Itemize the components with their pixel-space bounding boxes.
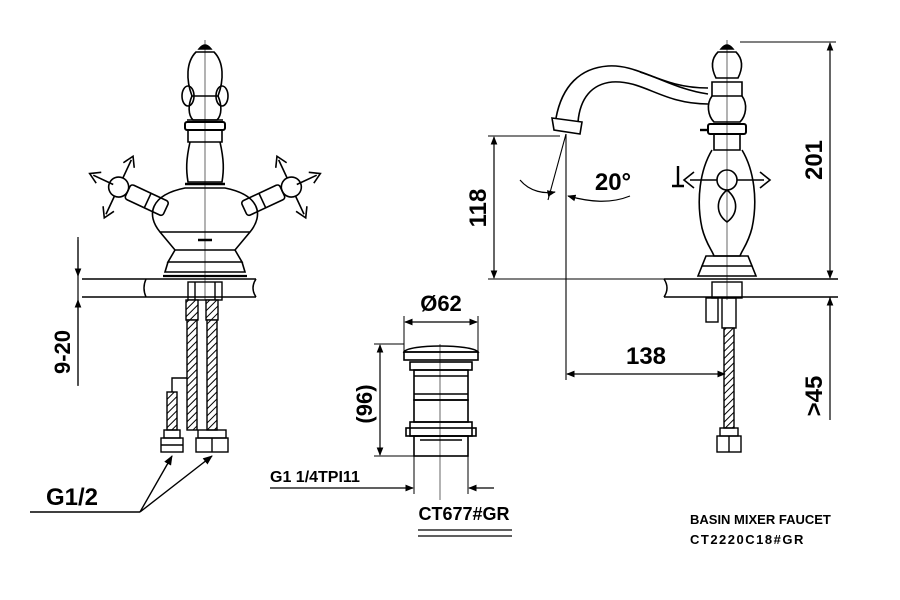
drain-height-dim: (96) xyxy=(352,343,414,457)
side-reach-dim: 138 xyxy=(566,343,726,378)
reach-label: 138 xyxy=(626,343,666,370)
side-top-knob xyxy=(700,44,747,135)
thickness-label: 9-20 xyxy=(50,330,75,374)
drain-height-label: (96) xyxy=(352,384,377,423)
side-angle-dim: 20° xyxy=(519,133,631,380)
product-name: BASIN MIXER FAUCET xyxy=(690,512,831,527)
drain-model: CT677#GR xyxy=(418,504,512,537)
front-thickness-dim: 9-20 xyxy=(50,237,82,386)
side-hose xyxy=(705,281,743,453)
front-thread-callout: G1/2 xyxy=(30,455,213,513)
side-spout xyxy=(551,65,709,135)
drain-diameter-label: Ø62 xyxy=(420,291,462,316)
thread-label: G1/2 xyxy=(46,484,98,511)
front-view: 9-20 G1/2 xyxy=(30,40,322,513)
drain-body xyxy=(402,344,480,500)
front-right-handle xyxy=(241,154,322,220)
drain-thread-dim: G1 1/4TPI11 xyxy=(270,456,494,494)
front-hoses xyxy=(160,281,229,453)
drain-model-label: CT677#GR xyxy=(418,504,509,524)
front-counter xyxy=(82,278,257,298)
drain-diameter-dim: Ø62 xyxy=(403,291,479,352)
side-view: 20° 118 201 >45 138 xyxy=(465,40,838,453)
side-total-height-dim: 201 xyxy=(740,41,836,279)
drain-view: Ø62 (96) G1 1/4TPI11 CT677#GR xyxy=(270,291,512,537)
total-height-label: 201 xyxy=(801,140,828,180)
side-spout-height-dim: 118 xyxy=(465,135,664,280)
product-model: CT2220C18#GR xyxy=(690,532,805,547)
title-block: BASIN MIXER FAUCET CT2220C18#GR xyxy=(690,512,831,547)
side-min-hole-dim: >45 xyxy=(801,297,834,420)
spout-height-label: 118 xyxy=(465,189,492,228)
side-body xyxy=(672,133,772,277)
front-left-handle xyxy=(88,154,169,220)
min-hole-label: >45 xyxy=(801,376,828,417)
drain-thread-label: G1 1/4TPI11 xyxy=(270,469,360,486)
angle-label: 20° xyxy=(595,169,631,196)
front-body xyxy=(151,129,259,278)
side-counter xyxy=(663,278,838,298)
